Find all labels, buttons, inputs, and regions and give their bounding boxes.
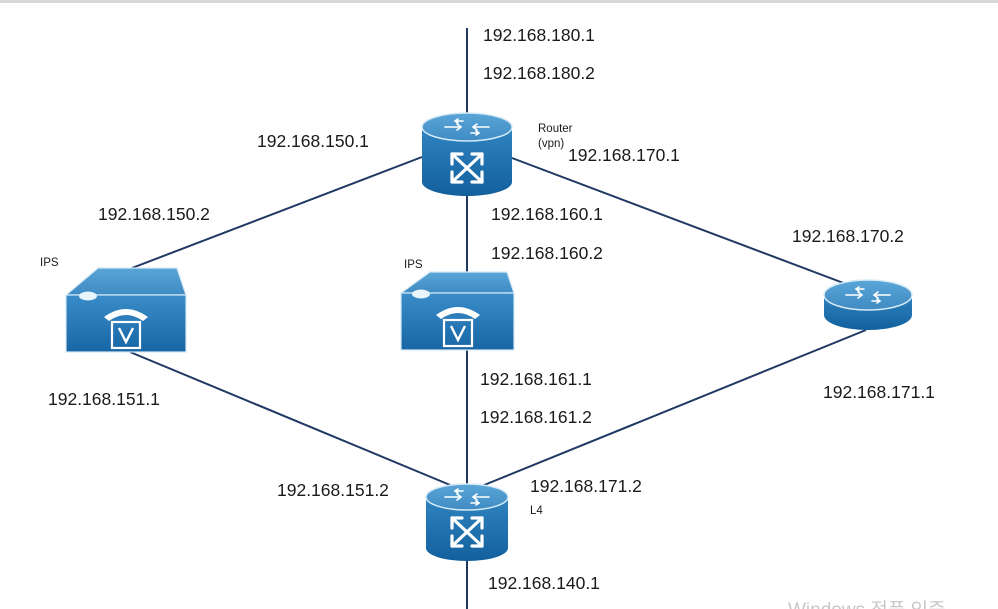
router-right-device[interactable]: [823, 279, 913, 330]
link-router-ips-left: [131, 156, 423, 269]
ip-label-180-2: 192.168.180.2: [483, 63, 595, 83]
ip-label-161-1: 192.168.161.1: [480, 369, 592, 389]
link-router-router-right: [511, 157, 863, 291]
ip-label-161-2: 192.168.161.2: [480, 407, 592, 427]
ip-label-150-1: 192.168.150.1: [257, 131, 369, 151]
ips-shield-icon: [104, 309, 148, 350]
ip-label-160-1: 192.168.160.1: [491, 204, 603, 224]
top-divider: [0, 0, 998, 3]
ip-label-150-2: 192.168.150.2: [98, 204, 210, 224]
links: [129, 28, 867, 609]
ip-label-151-2: 192.168.151.2: [277, 480, 389, 500]
ips-center-label: IPS: [404, 259, 423, 271]
ip-label-171-1: 192.168.171.1: [823, 382, 935, 402]
ip-label-160-2: 192.168.160.2: [491, 243, 603, 263]
link-router-right-l4: [466, 329, 867, 493]
l4-device[interactable]: [425, 483, 509, 561]
ips-center-device[interactable]: [399, 271, 515, 351]
link-ips-left-l4: [129, 351, 468, 493]
ips-left-label: IPS: [40, 257, 59, 269]
l4-label: L4: [530, 505, 543, 517]
ips-shield-icon: [436, 307, 480, 348]
ip-label-170-2: 192.168.170.2: [792, 226, 904, 246]
ip-label-180-1: 192.168.180.1: [483, 25, 595, 45]
ips-left-device[interactable]: [64, 267, 187, 353]
ip-label-170-1: 192.168.170.1: [568, 145, 680, 165]
router-sublabel: (vpn): [538, 138, 564, 150]
router-label: Router: [538, 123, 573, 135]
ip-label-151-1: 192.168.151.1: [48, 389, 160, 409]
ip-label-171-2: 192.168.171.2: [530, 476, 642, 496]
windows-activation-watermark: Windows 정품 인증: [788, 599, 946, 609]
ip-label-140-1: 192.168.140.1: [488, 573, 600, 593]
router-vpn-device[interactable]: [421, 112, 513, 196]
